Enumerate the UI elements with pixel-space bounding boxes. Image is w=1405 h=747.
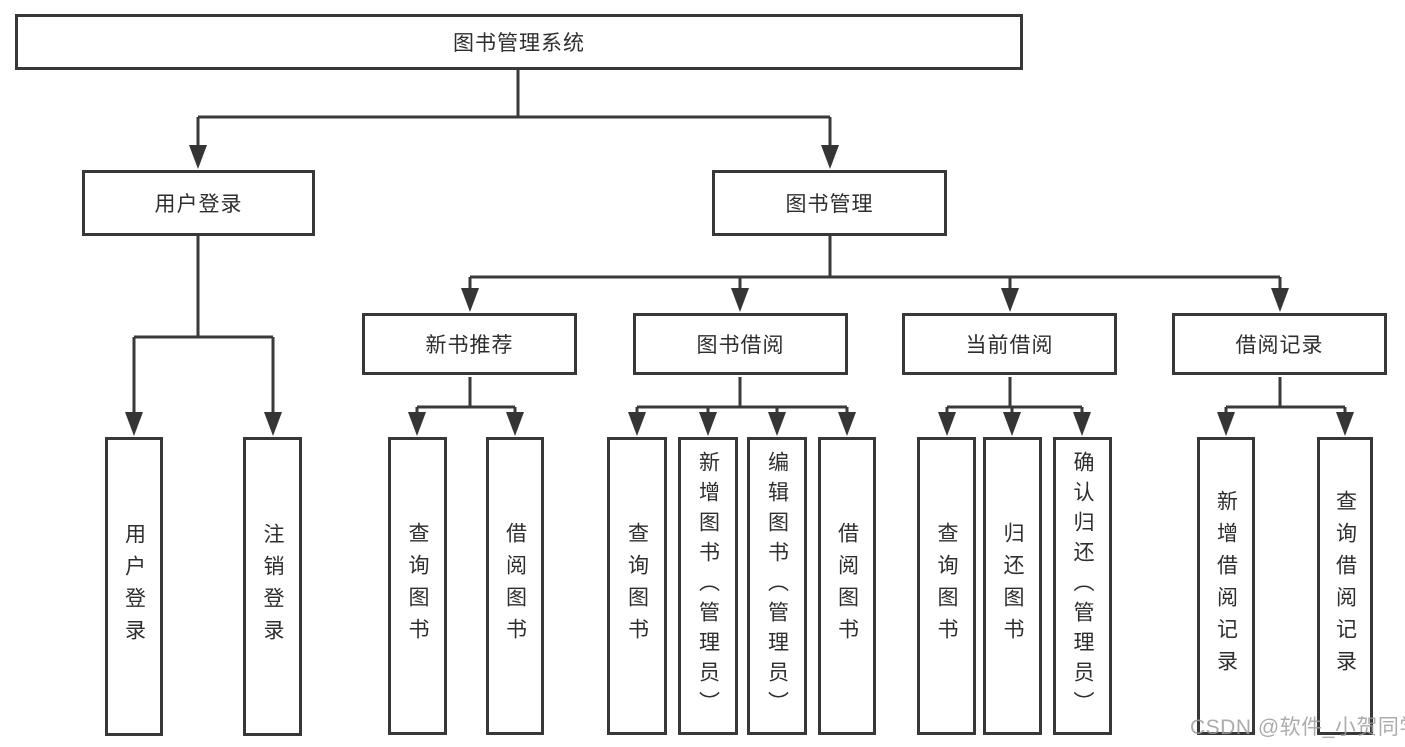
leaf-add-books-admin: 新增图书（管理员） [678,437,738,735]
leaf-borrow-books-recommend-label: 借阅图书 [503,522,527,650]
leaf-query-books-recommend-label: 查询图书 [406,522,429,650]
leaf-add-borrow-record-label: 新增借阅记录 [1214,490,1238,682]
leaf-query-books-current: 查询图书 [917,437,976,735]
leaf-query-borrow-record: 查询借阅记录 [1317,437,1373,735]
node-borrow-records: 借阅记录 [1172,313,1387,375]
leaf-confirm-return-admin-label: 确认归还（管理员） [1071,451,1094,721]
node-root: 图书管理系统 [15,14,1023,70]
leaf-add-books-admin-label: 新增图书（管理员） [696,451,720,721]
leaf-query-books-borrow: 查询图书 [607,437,667,735]
node-book-borrow: 图书借阅 [633,313,848,375]
leaf-query-books-current-label: 查询图书 [935,522,958,650]
node-book-management: 图书管理 [712,170,947,236]
leaf-query-books-borrow-label: 查询图书 [625,522,649,650]
leaf-query-books-recommend: 查询图书 [388,437,447,735]
leaf-logout: 注销登录 [243,437,302,736]
leaf-borrow-books-label: 借阅图书 [835,522,859,650]
leaf-borrow-books: 借阅图书 [818,437,876,735]
leaf-logout-label: 注销登录 [261,522,284,651]
leaf-user-login-label: 用户登录 [122,522,146,651]
leaf-return-books-label: 归还图书 [1001,522,1024,650]
leaf-confirm-return-admin: 确认归还（管理员） [1053,437,1112,735]
leaf-user-login: 用户登录 [105,437,163,736]
leaf-edit-books-admin-label: 编辑图书（管理员） [765,451,789,721]
leaf-edit-books-admin: 编辑图书（管理员） [747,437,807,735]
node-new-book-recommend: 新书推荐 [362,313,577,375]
node-user-login: 用户登录 [82,170,315,236]
leaf-return-books: 归还图书 [983,437,1042,735]
watermark: CSDN @软件_小贺同学 [1190,716,1405,739]
leaf-borrow-books-recommend: 借阅图书 [486,437,544,735]
node-current-borrow: 当前借阅 [902,313,1117,375]
leaf-add-borrow-record: 新增借阅记录 [1197,437,1255,735]
leaf-query-borrow-record-label: 查询借阅记录 [1333,490,1357,682]
